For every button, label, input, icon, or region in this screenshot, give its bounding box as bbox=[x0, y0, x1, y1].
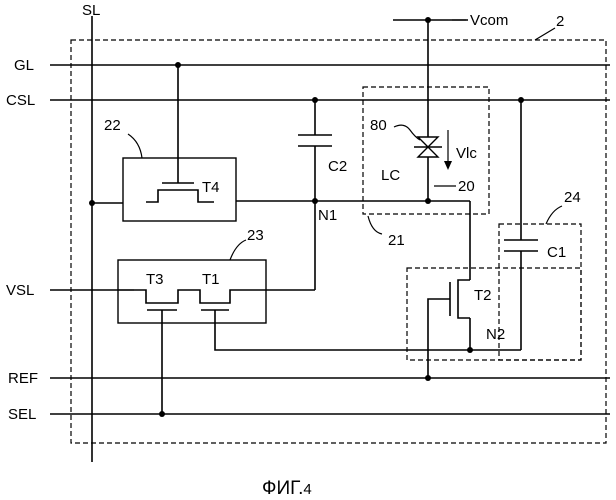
lc-element-icon bbox=[418, 137, 438, 147]
lc-element-icon-lower bbox=[418, 147, 438, 157]
junction-csl-c1 bbox=[518, 97, 524, 103]
lc-element-label: 80 bbox=[370, 117, 387, 134]
figure-caption-number: 4 bbox=[303, 481, 311, 498]
junction-lc-node bbox=[425, 198, 431, 204]
block-22-label: 22 bbox=[104, 117, 121, 134]
pixel-leader bbox=[535, 28, 555, 40]
junction-sl-t4 bbox=[89, 200, 95, 206]
junction-gl-t4 bbox=[175, 62, 181, 68]
figure-caption: ФИГ.4 bbox=[262, 478, 312, 499]
c1-label: C1 bbox=[547, 244, 566, 261]
lc-label: LC bbox=[381, 167, 400, 184]
lc-cell-label: 20 bbox=[458, 178, 475, 195]
drive-label: 21 bbox=[388, 232, 405, 249]
t3-label: T3 bbox=[146, 271, 164, 288]
t1-label: T1 bbox=[202, 271, 220, 288]
pixel-label: 2 bbox=[556, 13, 564, 30]
vlc-label: Vlc bbox=[456, 145, 477, 162]
junction-sel-t3 bbox=[159, 411, 165, 417]
block-23 bbox=[118, 260, 266, 323]
c2-label: C2 bbox=[328, 158, 347, 175]
block-21 bbox=[407, 268, 581, 360]
sel-label: SEL bbox=[8, 406, 36, 423]
junction-ref-t2 bbox=[425, 375, 431, 381]
block-24-label: 24 bbox=[564, 189, 581, 206]
block-23-leader bbox=[230, 240, 246, 260]
sl-label: SL bbox=[82, 2, 100, 19]
vsl-label: VSL bbox=[6, 282, 34, 299]
junction-csl-c2 bbox=[312, 97, 318, 103]
block-24 bbox=[499, 224, 581, 360]
t2-gate-wire bbox=[428, 299, 450, 378]
block-23-label: 23 bbox=[247, 227, 264, 244]
csl-label: CSL bbox=[6, 92, 35, 109]
gl-label: GL bbox=[14, 57, 34, 74]
drive-leader bbox=[368, 216, 382, 234]
t2-label: T2 bbox=[474, 287, 492, 304]
n1-label: N1 bbox=[318, 207, 337, 224]
lc-element-leader bbox=[394, 125, 420, 140]
block-22-leader bbox=[128, 134, 142, 158]
figure-caption-main: ФИГ. bbox=[262, 478, 303, 499]
ref-label: REF bbox=[8, 370, 38, 387]
n2-label: N2 bbox=[486, 326, 505, 343]
t4-label: T4 bbox=[202, 179, 220, 196]
block-24-leader bbox=[546, 206, 562, 224]
vcom-label: Vcom bbox=[470, 12, 508, 29]
t2-channel bbox=[458, 280, 470, 318]
vlc-arrowhead bbox=[444, 161, 452, 170]
